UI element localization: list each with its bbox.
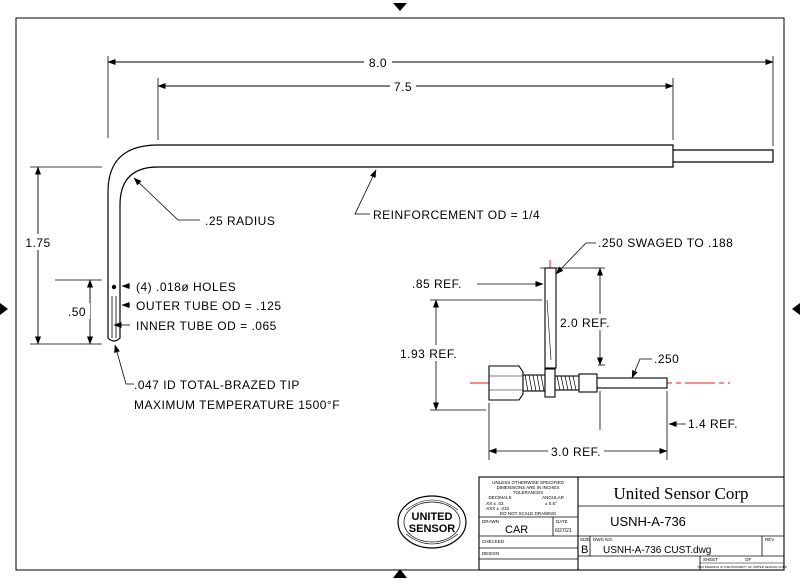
left-registration-mark xyxy=(0,303,8,315)
note-holes: (4) .018ø HOLES xyxy=(136,280,236,294)
date-label: DATE xyxy=(556,519,568,524)
dim-reinforcement-length: 7.5 xyxy=(394,80,412,94)
tol-xxx: .XXX ± .010 xyxy=(485,506,509,511)
leader-250 xyxy=(631,358,652,379)
title-block xyxy=(478,476,785,571)
tol-xx: .XX ± .03 xyxy=(485,501,504,506)
leader-swaged xyxy=(555,242,596,275)
tol-note-1: UNLESS OTHERWISE SPECIFIED xyxy=(492,480,564,485)
sheet-label: SHEET xyxy=(703,557,718,562)
note-tip-line1: .047 ID TOTAL-BRAZED TIP xyxy=(134,378,300,392)
dim-tip-mask xyxy=(64,303,90,319)
dim-height: 1.75 xyxy=(25,236,50,250)
dim-250-dia: .250 xyxy=(654,352,679,366)
bottom-registration-mark xyxy=(393,569,407,578)
note-swaged: .250 SWAGED TO .188 xyxy=(598,236,733,250)
drawn-label: DRAWN xyxy=(482,519,499,524)
dim-30-ref: 3.0 REF. xyxy=(551,445,601,459)
dim-193-mask xyxy=(398,345,468,361)
note-reinforcement: REINFORCEMENT OD = 1/4 xyxy=(373,208,540,222)
dwg-file: USNH-A-736 CUST.dwg xyxy=(603,545,711,556)
design-label: DESIGN xyxy=(482,551,499,556)
size-value: B xyxy=(581,544,588,556)
main-probe-leaders xyxy=(113,169,377,385)
no-scale-note: DO NOT SCALE DRAWING xyxy=(500,511,557,516)
tol-angle: ± 0.5° xyxy=(545,501,557,506)
tol-decimals: DECIMALS xyxy=(488,495,511,500)
detail-fitting xyxy=(488,267,668,401)
dim-overall-mask xyxy=(364,55,392,69)
dim-14-ref: 1.4 REF. xyxy=(688,417,738,431)
dim-193-ref: 1.93 REF. xyxy=(400,347,457,361)
date-value: 6/27/21 xyxy=(555,528,572,534)
top-registration-mark xyxy=(393,3,407,11)
company-name: United Sensor Corp xyxy=(613,484,748,503)
note-outer-tube: OUTER TUBE OD = .125 xyxy=(136,299,282,313)
logo-text-united: UNITED xyxy=(412,511,453,523)
logo-text-sensor: SENSOR xyxy=(409,523,456,535)
tol-note-2: DIMENSIONS ARE IN INCHES xyxy=(497,485,560,490)
main-probe xyxy=(107,144,774,342)
size-label: SIZE xyxy=(580,537,590,542)
drawing-title: USNH-A-736 xyxy=(610,514,686,529)
dim-overall-length: 8.0 xyxy=(369,56,387,70)
dim-tip-length: .50 xyxy=(68,305,86,319)
checked-label: CHECKED xyxy=(482,539,505,544)
rev-label: REV xyxy=(765,537,774,542)
fine-print: THIS DRAWING IS THE PROPERTY OF UNITED S… xyxy=(697,565,787,569)
thread-hatching xyxy=(524,374,577,392)
note-inner-tube: INNER TUBE OD = .065 xyxy=(136,319,277,333)
dim-20-mask xyxy=(584,314,618,330)
tol-note-3: TOLERANCES xyxy=(513,490,543,495)
dim-height-mask xyxy=(22,234,54,250)
united-sensor-logo: UNITED SENSOR xyxy=(397,495,467,549)
note-tip-line2: MAXIMUM TEMPERATURE 1500°F xyxy=(134,398,340,412)
of-label: OF xyxy=(745,557,752,562)
tol-angular: ANGULAR xyxy=(542,495,565,500)
dim-85-ref: .85 REF. xyxy=(412,277,462,291)
right-registration-mark xyxy=(792,303,800,315)
dim-30-mask xyxy=(548,444,604,458)
dim-reinforcement-mask xyxy=(390,79,416,93)
note-radius: .25 RADIUS xyxy=(205,214,275,228)
dim-20-ref: 2.0 REF. xyxy=(560,316,610,330)
drawn-by: CAR xyxy=(505,524,528,536)
dwg-no-label: DWG NO. xyxy=(593,537,613,542)
